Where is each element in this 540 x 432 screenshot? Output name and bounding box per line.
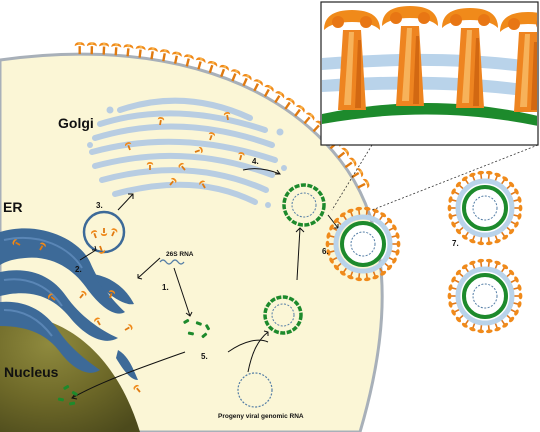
arrow-5 (227, 339, 269, 353)
virion-spike (477, 236, 485, 246)
step-2-label: 2. (75, 265, 82, 274)
virion-spike (477, 258, 485, 268)
step-4-label: 4. (252, 157, 259, 166)
arrow-up (296, 227, 301, 281)
membrane-zoom-inset (320, 1, 539, 211)
virion-spike (485, 170, 493, 180)
er-label: ER (3, 199, 22, 215)
released-virion-2 (447, 258, 523, 334)
virion-spike (485, 258, 493, 268)
arrow-4 (242, 168, 281, 175)
arrow-2 (79, 249, 97, 261)
budding-virion (325, 206, 401, 282)
virion-spike (447, 292, 456, 300)
golgi-label: Golgi (58, 115, 94, 131)
step-3-label: 3. (96, 201, 103, 210)
nucleus (0, 314, 140, 432)
step-1-label: 1. (162, 283, 169, 292)
progeny-genomic-rna (237, 372, 273, 408)
virion-spike (447, 204, 456, 212)
arrow-1b (173, 267, 191, 317)
virion-spike (485, 236, 493, 246)
arrow-3 (117, 193, 134, 211)
arrow-nucleus (71, 351, 186, 399)
membrane-spike (86, 42, 97, 55)
step-5-label: 5. (201, 352, 208, 361)
virion-spike (477, 170, 485, 180)
arrow-1a (137, 257, 161, 279)
virion-spike (392, 240, 401, 248)
nucleus-label: Nucleus (4, 364, 59, 380)
nucleocapsid-membrane (282, 183, 326, 227)
rna-26s-strand (159, 259, 185, 265)
virion-spike (514, 204, 523, 212)
virion-spike (485, 324, 493, 334)
capsid-proteins (57, 319, 210, 406)
nucleocapsid-cytoplasm (263, 295, 303, 335)
released-virion-1 (447, 170, 523, 246)
process-arrows (71, 168, 339, 400)
step-7-label: 7. (452, 239, 459, 248)
virions (325, 170, 523, 334)
virion-spike (514, 292, 523, 300)
golgi-apparatus (87, 97, 287, 208)
endoplasmic-reticulum (0, 228, 138, 380)
virion-spike (477, 324, 485, 334)
rna-26s-label: 26S RNA (166, 251, 194, 258)
transport-vesicle (82, 210, 126, 255)
step-6-label: 6. (322, 247, 329, 256)
arrow-6 (327, 214, 339, 229)
membrane-spike (74, 42, 85, 55)
progeny-rna-label: Progeny viral genomic RNA (218, 413, 304, 420)
